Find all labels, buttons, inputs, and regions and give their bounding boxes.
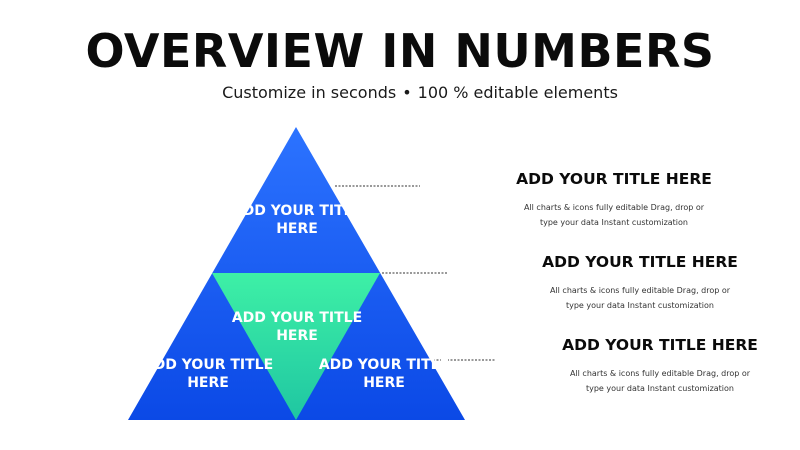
info-item-text: All charts & icons fully editable Drag, … — [549, 286, 731, 310]
page-title: OVERVIEW IN NUMBERS — [85, 24, 715, 78]
pyramid-right-label: ADD YOUR TITLE HERE — [318, 357, 450, 391]
subtitle-separator: • — [402, 83, 412, 102]
subtitle-right: 100 % editable elements — [417, 83, 618, 102]
info-item-title: ADD YOUR TITLE HERE — [562, 336, 758, 354]
info-item-title: ADD YOUR TITLE HERE — [516, 170, 712, 188]
info-item-title: ADD YOUR TITLE HERE — [542, 253, 738, 271]
pyramid-center-label: ADD YOUR TITLE HERE — [231, 310, 363, 344]
info-item-3: ADD YOUR TITLE HERE All charts & icons f… — [540, 334, 780, 396]
pyramid-center-triangle — [212, 273, 380, 420]
pyramid-left-label: ADD YOUR TITLE HERE — [142, 357, 274, 391]
info-item-2: ADD YOUR TITLE HERE All charts & icons f… — [520, 251, 760, 313]
info-item-text: All charts & icons fully editable Drag, … — [523, 203, 705, 227]
info-item-1: ADD YOUR TITLE HERE All charts & icons f… — [494, 168, 734, 230]
pyramid-top-label: ADD YOUR TITLE HERE — [231, 203, 363, 237]
info-item-text: All charts & icons fully editable Drag, … — [569, 369, 751, 393]
page-subtitle: Customize in seconds • 100 % editable elem… — [0, 82, 800, 104]
subtitle-left: Customize in seconds — [222, 83, 397, 102]
